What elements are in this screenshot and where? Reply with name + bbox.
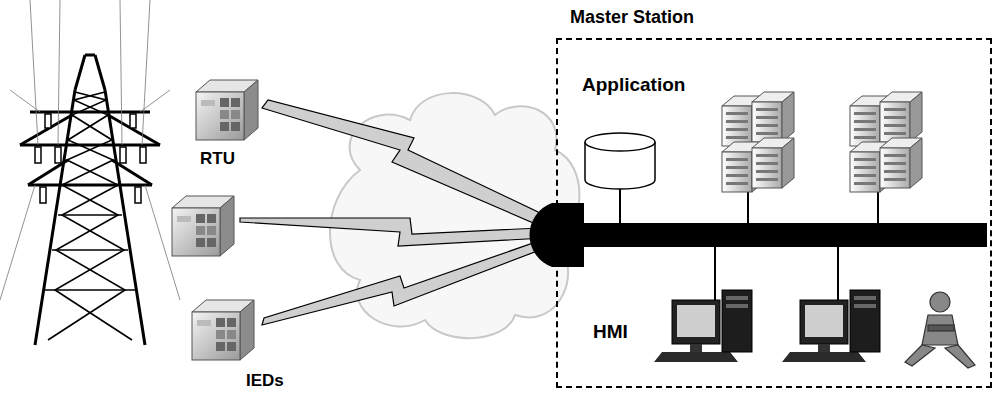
- device-label: IEDs: [246, 372, 284, 391]
- group-label: HMI: [593, 322, 628, 343]
- database: [585, 133, 655, 189]
- transmission-tower: [20, 55, 160, 345]
- operator: [905, 292, 975, 368]
- bus-bar: [575, 223, 987, 247]
- wireless-links: [240, 100, 545, 325]
- group-label: Application: [582, 75, 685, 96]
- node-title: Master Station: [570, 8, 694, 28]
- device-label: RTU: [200, 150, 235, 169]
